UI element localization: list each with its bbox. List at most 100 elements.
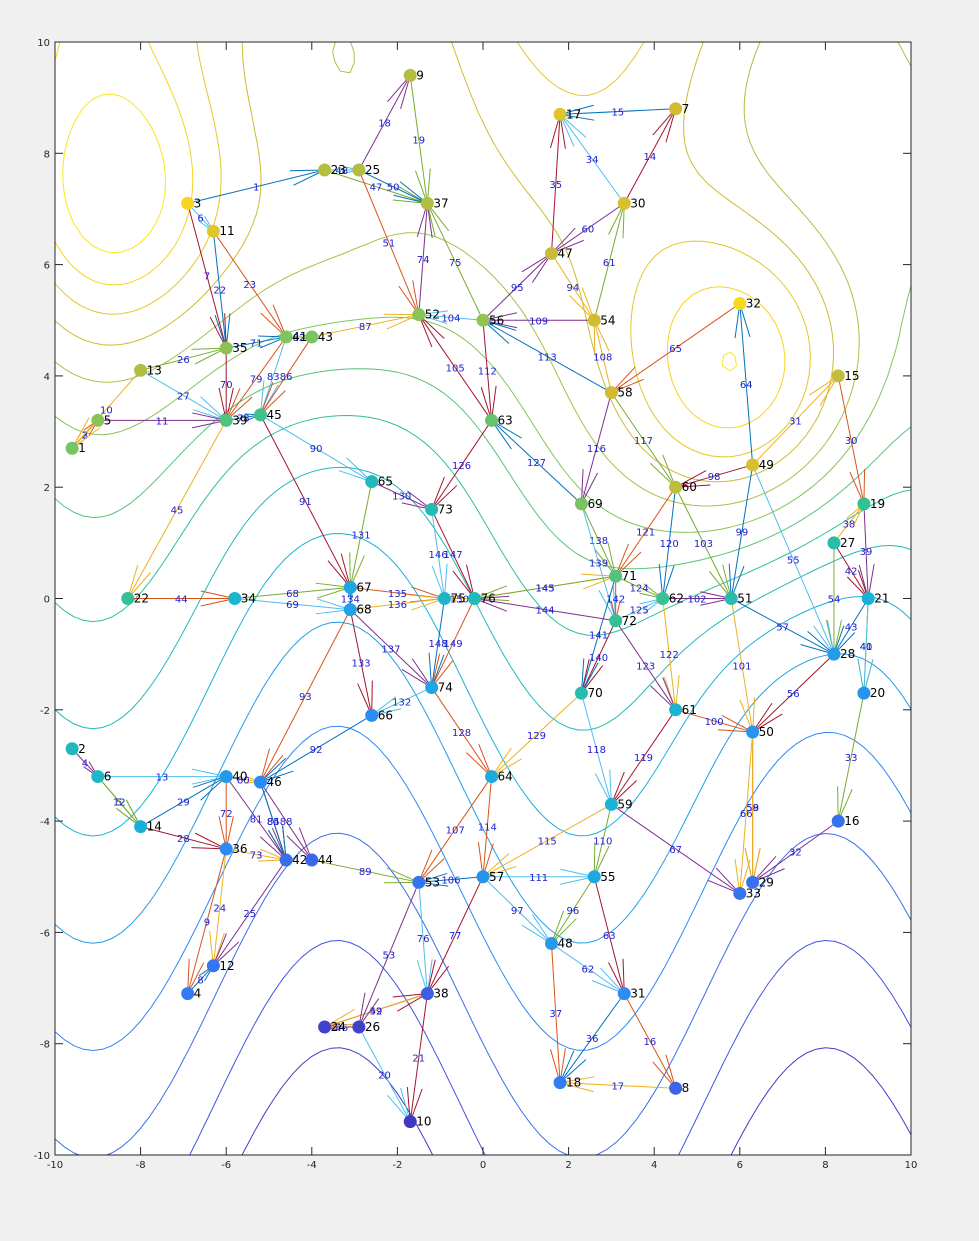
edge-line [212, 848, 227, 966]
node-marker [617, 987, 631, 1001]
node-21: 21 [861, 592, 889, 606]
y-tick-label: -10 [34, 1151, 50, 1162]
edge-line [611, 803, 741, 894]
edge-line [260, 336, 313, 416]
node-73: 73 [425, 502, 453, 516]
edge-line [187, 848, 227, 994]
edge-label: 114 [478, 823, 497, 834]
edge-label: 130 [392, 492, 411, 503]
node-marker [604, 797, 618, 811]
node-2: 2 [65, 742, 86, 756]
edge-line [418, 882, 428, 994]
edge-label: 10 [100, 405, 113, 416]
edge-label: 129 [527, 731, 546, 742]
x-tick-label: -2 [392, 1160, 402, 1171]
node-13: 13 [134, 363, 162, 377]
edge-line [730, 464, 754, 599]
edge-label: 121 [636, 528, 655, 539]
node-marker [403, 68, 417, 82]
edge-line [418, 314, 492, 421]
node-43: 43 [305, 330, 333, 344]
edge-line [482, 803, 612, 878]
edge-line [551, 202, 625, 254]
edge-label: 63 [603, 931, 616, 942]
edge-line [623, 993, 677, 1089]
edge-label: 112 [478, 366, 497, 377]
edge-line [409, 993, 428, 1122]
edge-label: 125 [630, 606, 649, 617]
edge-line [833, 503, 865, 544]
y-tick-label: 8 [44, 149, 50, 160]
edge-label: 144 [536, 606, 555, 617]
node-76: 76 [467, 592, 496, 606]
edge-label: 41 [860, 642, 873, 653]
edge-label: 135 [388, 589, 407, 600]
node-54: 54 [587, 313, 616, 327]
x-tick-label: 2 [565, 1160, 571, 1171]
edge-line [140, 347, 227, 371]
edge-label: 59 [746, 803, 759, 814]
edge-label: 30 [845, 436, 858, 447]
edge-line [675, 709, 753, 733]
y-tick-label: -6 [40, 928, 50, 939]
node-48: 48 [544, 937, 573, 951]
edge-label: 115 [538, 837, 557, 848]
node-label: 61 [682, 703, 697, 717]
node-33: 33 [733, 886, 761, 900]
node-marker [305, 853, 319, 867]
edge-label: 136 [388, 600, 407, 611]
x-tick-label: -4 [307, 1160, 317, 1171]
edge-line [593, 320, 612, 393]
node-marker [476, 870, 490, 884]
edge-label: 138 [589, 536, 608, 547]
node-27: 27 [827, 536, 855, 550]
edge-line [426, 203, 484, 321]
edge-line [662, 487, 677, 599]
node-marker [253, 775, 267, 789]
edge-label: 20 [378, 1070, 391, 1081]
node-68: 68 [343, 603, 372, 617]
edge-label: 103 [694, 539, 713, 550]
edge-line [71, 370, 141, 449]
contour-line [55, 285, 911, 533]
node-marker [206, 959, 220, 973]
node-label: 28 [840, 647, 855, 661]
node-label: 6 [104, 770, 112, 784]
edge-label: 78 [237, 414, 250, 425]
node-label: 32 [746, 297, 761, 311]
edge-label: 81 [250, 814, 263, 825]
node-10: 10 [403, 1115, 432, 1129]
edge-line [225, 336, 287, 421]
edge-label: 142 [606, 595, 625, 606]
edge-line [593, 203, 625, 321]
edge-label: 150 [450, 595, 469, 606]
node-marker [831, 369, 845, 383]
node-marker [420, 987, 434, 1001]
node-6: 6 [91, 770, 111, 784]
node-marker [403, 1115, 417, 1129]
node-marker [857, 497, 871, 511]
edge-label: 98 [708, 472, 721, 483]
node-46: 46 [253, 775, 282, 789]
node-marker [544, 246, 558, 260]
node-12: 12 [206, 959, 235, 973]
edge-label: 132 [392, 697, 411, 708]
x-tick-label: 0 [480, 1160, 486, 1171]
edge-label: 104 [441, 313, 460, 324]
edge-line [752, 820, 839, 883]
edge-line [212, 231, 227, 349]
node-label: 29 [759, 875, 774, 889]
node-label: 57 [489, 870, 504, 884]
node-41: 41 [279, 330, 307, 344]
node-label: 67 [356, 580, 371, 594]
node-47: 47 [544, 246, 573, 260]
edge-label: 33 [845, 753, 858, 764]
edge-line [482, 320, 493, 421]
node-marker [587, 313, 601, 327]
node-label: 17 [566, 107, 581, 121]
edge-label: 116 [587, 444, 606, 455]
edge-label: 75 [449, 258, 462, 269]
edge-line [675, 464, 753, 488]
node-marker [669, 703, 683, 717]
contour-line [55, 42, 834, 483]
